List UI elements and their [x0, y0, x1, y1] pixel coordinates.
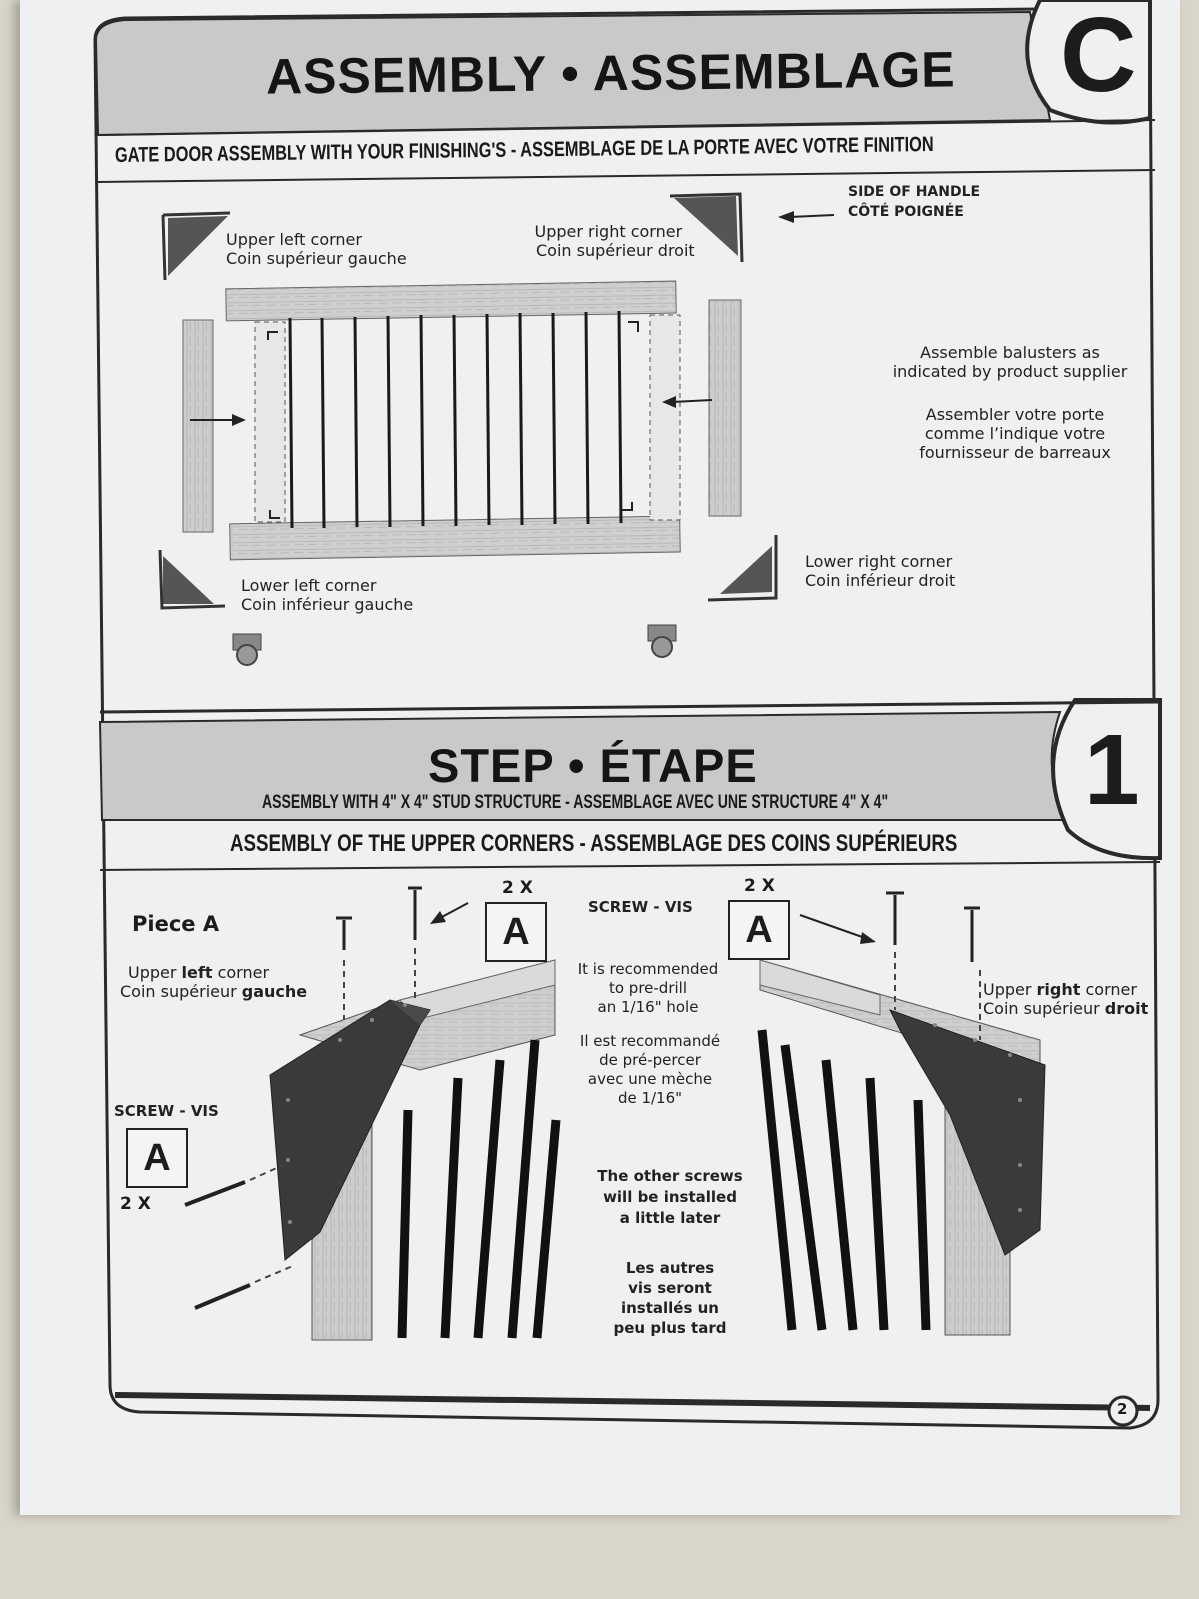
right-post [708, 299, 742, 517]
quantity-right-top: 2 X [744, 876, 775, 896]
instruction-frame [93, 6, 1160, 1430]
quantity-left-top: 2 X [502, 878, 533, 898]
section-heading: ASSEMBLY OF THE UPPER CORNERS - ASSEMBLA… [230, 830, 958, 857]
subtitle-divider [97, 169, 1156, 183]
step-title: STEP • ÉTAPE [428, 739, 758, 792]
piece-a-box-side: A [126, 1128, 188, 1188]
header-divider [97, 119, 1156, 136]
left-post [182, 319, 214, 533]
upper-right-bracket-shape [674, 196, 738, 256]
top-rail [225, 280, 677, 322]
lower-right-bracket-shape [720, 546, 772, 594]
piece-a-box-right: A [728, 900, 790, 960]
wheel-left [232, 633, 262, 666]
screw-label-center: SCREW - VIS [588, 898, 693, 916]
balusters [288, 310, 623, 529]
right-top-screws [886, 891, 980, 962]
page-number-circle [1107, 1395, 1139, 1427]
right-corner-bracket [888, 1009, 1046, 1256]
left-balusters [397, 1039, 561, 1339]
right-balusters [757, 1029, 931, 1331]
piece-a-label: Piece A [132, 912, 220, 936]
piece-a-box-left: A [485, 902, 547, 962]
upper-left-bracket-shape [168, 216, 228, 276]
left-top-screws [336, 886, 422, 950]
screw-label-left: SCREW - VIS [114, 1102, 219, 1120]
section-divider [99, 861, 1161, 871]
section-letter: C [1060, 0, 1137, 114]
upper-right-corner-detail-label: Upper right corner Coin supérieur droit [983, 980, 1149, 1018]
quantity-left-side: 2 X [120, 1194, 151, 1214]
page-number: 2 [1117, 1400, 1128, 1418]
upper-left-corner-detail-label: Upper left corner Coin supérieur gauche [120, 963, 308, 1001]
wheel-right [647, 624, 677, 658]
page-title: ASSEMBLY • ASSEMBLAGE [265, 41, 956, 105]
step-number-circle [1051, 698, 1162, 861]
step-number: 1 [1084, 714, 1140, 826]
lower-left-bracket-shape [163, 556, 214, 604]
step-subtitle: ASSEMBLY WITH 4" X 4" STUD STRUCTURE - A… [262, 792, 889, 813]
